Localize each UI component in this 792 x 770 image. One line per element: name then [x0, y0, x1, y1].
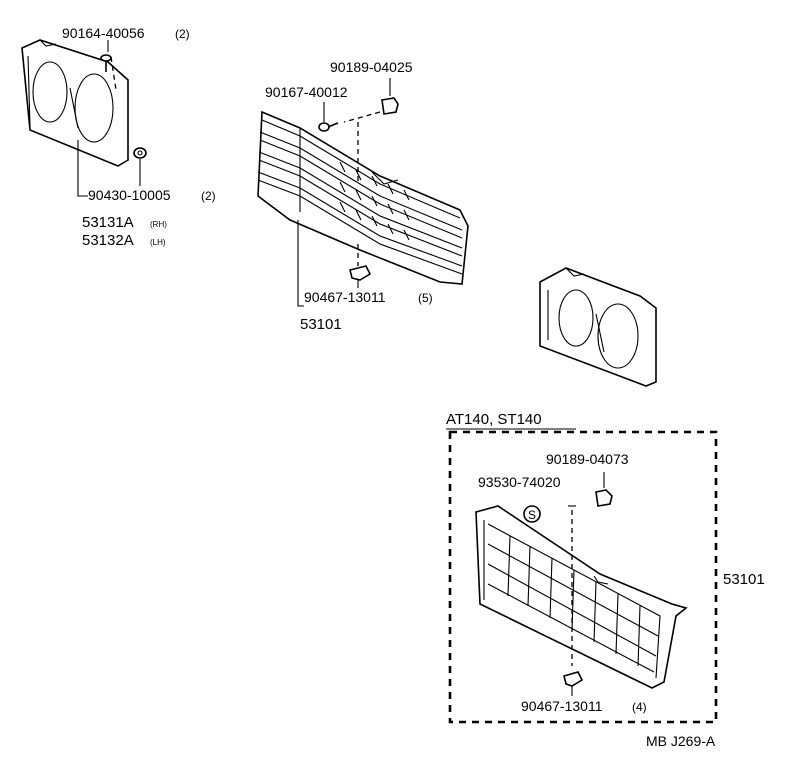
- bolt-90164-40056-icon: [100, 54, 112, 72]
- leader-bracket: [77, 140, 88, 197]
- part-label-90430-10005: 90430-10005: [88, 187, 171, 203]
- leader-bracket: [297, 220, 304, 307]
- part-label-53132A: 53132A: [82, 232, 134, 249]
- part-label-90467-13011: 90467-13011: [304, 289, 386, 305]
- part-label-53131A: 53131A: [82, 214, 134, 231]
- standard-part-symbol: S: [523, 505, 541, 523]
- radiator-grille-53101-variant: [475, 505, 688, 689]
- part-qty: (2): [175, 27, 190, 41]
- part-suffix-rh: (RH): [150, 220, 167, 229]
- clip-90467-13011-variant-icon: [563, 671, 584, 687]
- headlamp-bezel-right: [539, 267, 657, 387]
- part-qty: (5): [418, 291, 433, 305]
- standard-symbol-letter: S: [528, 508, 536, 522]
- diagram-reference: MB J269-A: [646, 733, 716, 749]
- screw-90167-40012-icon: [318, 122, 339, 132]
- part-label-90189-04073: 90189-04073: [546, 451, 629, 467]
- leader-dashed: [343, 111, 381, 123]
- clip-90189-04073-icon: [595, 489, 613, 507]
- part-label-90164-40056: 90164-40056: [62, 25, 145, 41]
- part-label-53101: 53101: [300, 316, 342, 333]
- part-qty: (4): [632, 700, 647, 714]
- part-label-90467-13011-variant: 90467-13011: [521, 698, 603, 714]
- clip-90189-04025-icon: [381, 97, 399, 115]
- part-qty: (2): [201, 189, 216, 203]
- part-label-53101-variant: 53101: [723, 571, 765, 588]
- part-label-90189-04025: 90189-04025: [330, 59, 413, 75]
- washer-90430-10005-icon: [133, 147, 147, 159]
- part-label-93530-74020: 93530-74020: [478, 474, 561, 490]
- clip-90467-13011-icon: [349, 265, 372, 281]
- part-suffix-lh: (LH): [150, 238, 166, 247]
- headlamp-bezel-left: [21, 39, 129, 167]
- part-label-90167-40012: 90167-40012: [265, 84, 348, 100]
- variant-title: AT140, ST140: [446, 411, 542, 428]
- radiator-grille-53101: [257, 110, 469, 285]
- leader-dashed: [110, 56, 117, 91]
